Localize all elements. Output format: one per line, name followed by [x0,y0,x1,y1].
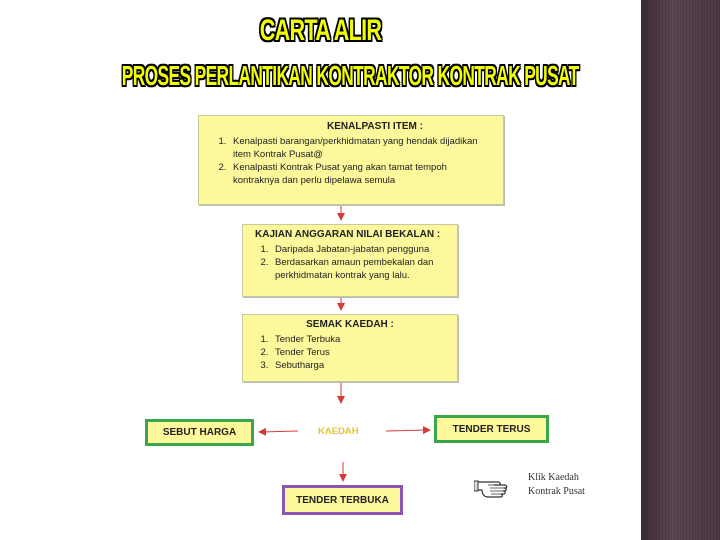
kaedah-label: KAEDAH [318,426,359,437]
arrow-kaedah-to-sebut-harga [258,427,299,436]
hint-line: Klik Kaedah [528,472,579,483]
hint-text: Klik Kaedah Kontrak Pusat [528,471,585,499]
box-heading: SEMAK KAEDAH : [306,319,394,330]
list-item: Daripada Jabatan-jabatan pengguna [271,243,451,256]
list-item: Tender Terbuka [271,333,451,346]
tender-terus-button[interactable]: TENDER TERUS [434,415,549,443]
list-item: Kenalpasti barangan/perkhidmatan yang he… [229,135,495,161]
arrow-kaedah-to-tender-terus [385,426,431,435]
pointing-hand-icon [474,480,508,498]
semak-kaedah-box: SEMAK KAEDAH : Tender Terbuka Tender Ter… [242,314,458,382]
side-decoration-stripe [641,0,720,540]
list-item: Kenalpasti Kontrak Pusat yang akan tamat… [229,161,495,187]
list-item: Sebutharga [271,359,451,372]
page-subtitle: PROSES PERLANTIKAN KONTRAKTOR KONTRAK PU… [121,60,579,91]
box-heading: KENALPASTI ITEM : [327,121,423,132]
box-heading: KAJIAN ANGGARAN NILAI BEKALAN : [255,229,441,240]
kenalpasti-item-box: KENALPASTI ITEM : Kenalpasti barangan/pe… [198,115,504,205]
sebut-harga-button[interactable]: SEBUT HARGA [145,419,254,446]
tender-terbuka-button[interactable]: TENDER TERBUKA [282,485,403,515]
hint-line: Kontrak Pusat [528,486,585,497]
page-title: CARTA ALIR [259,14,382,47]
list-item: Berdasarkan amaun pembekalan dan perkhid… [271,256,451,282]
kajian-anggaran-box: KAJIAN ANGGARAN NILAI BEKALAN : Daripada… [242,224,458,297]
list-item: Tender Terus [271,346,451,359]
